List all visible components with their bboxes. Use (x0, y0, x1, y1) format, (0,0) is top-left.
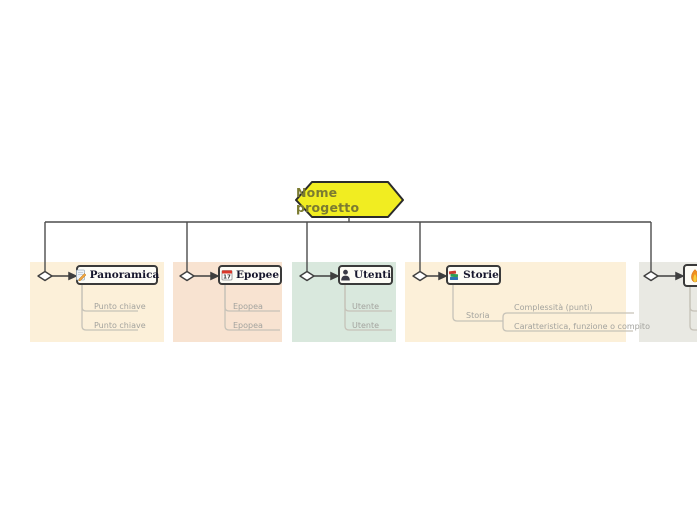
branch-node-epopee[interactable]: 17 Epopee (218, 265, 282, 285)
branch-node-label: Storie (463, 269, 499, 281)
child-item-punto-chiave-2[interactable]: Punto chiave (94, 321, 146, 330)
root-node[interactable]: Nome progetto (296, 182, 404, 217)
user-icon (340, 269, 351, 281)
child-item-caratteristica[interactable]: Caratteristica, funzione o compito (514, 322, 650, 331)
diamond-connector-utenti[interactable] (299, 270, 315, 282)
child-item-punto-chiave-1[interactable]: Punto chiave (94, 302, 146, 311)
calendar-day-number: 17 (223, 275, 231, 281)
flame-icon (689, 268, 697, 283)
branch-node-utenti[interactable]: Utenti (338, 265, 393, 285)
trunk-lines (44, 217, 652, 271)
child-item-storia[interactable]: Storia (466, 311, 490, 320)
calendar-icon: 17 (221, 269, 233, 281)
arrow-connectors (52, 271, 685, 281)
child-item-utente-2[interactable]: Utente (352, 321, 380, 330)
branch-node-storie[interactable]: Storie (446, 265, 501, 285)
branch-node-label: Utenti (353, 269, 392, 281)
diamond-connector-epopee[interactable] (179, 270, 195, 282)
branch-node-label: Epopee (235, 269, 280, 281)
root-hexagon-shape[interactable] (295, 181, 404, 218)
branch-node-truncated[interactable] (683, 264, 697, 287)
diamond-connector-truncated[interactable] (643, 270, 659, 282)
child-item-epopea-2[interactable]: Epopea (233, 321, 263, 330)
child-connector-lines (81, 285, 697, 332)
child-item-epopea-1[interactable]: Epopea (233, 302, 263, 311)
diamond-connector-storie[interactable] (412, 270, 428, 282)
memo-icon (75, 269, 87, 281)
root-node-label: Nome progetto (296, 184, 360, 215)
branch-node-label: Panoramica (89, 269, 160, 281)
books-icon (448, 269, 460, 281)
diamond-connector-panoramica[interactable] (37, 270, 53, 282)
branch-node-panoramica[interactable]: Panoramica (75, 265, 160, 285)
child-item-complessita[interactable]: Complessità (punti) (514, 303, 593, 312)
child-item-utente-1[interactable]: Utente (352, 302, 380, 311)
